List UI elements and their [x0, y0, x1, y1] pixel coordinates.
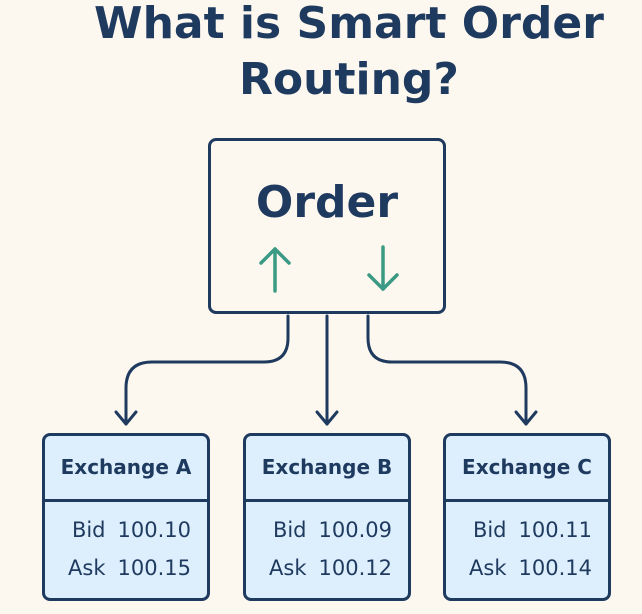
- exchange-card-c: Exchange C Bid 100.11 Ask 100.14: [443, 433, 611, 601]
- order-box: Order: [208, 138, 446, 314]
- ask-row: Ask 100.15: [68, 556, 191, 580]
- ask-value: 100.15: [117, 556, 191, 580]
- bid-value: 100.09: [318, 518, 392, 542]
- ask-row: Ask 100.14: [469, 556, 592, 580]
- arrowhead-exchange-c: [514, 410, 538, 426]
- bid-row: Bid 100.10: [72, 518, 191, 542]
- arrow-up-icon: [259, 247, 291, 293]
- title-line-2: Routing?: [239, 54, 459, 105]
- title-line-1: What is Smart Order: [94, 0, 604, 49]
- ask-label: Ask: [469, 556, 507, 580]
- bid-value: 100.10: [117, 518, 191, 542]
- ask-value: 100.12: [318, 556, 392, 580]
- bid-label: Bid: [272, 518, 307, 542]
- exchange-name: Exchange B: [246, 436, 408, 502]
- ask-row: Ask 100.12: [269, 556, 392, 580]
- exchange-card-b: Exchange B Bid 100.09 Ask 100.12: [243, 433, 411, 601]
- exchange-name: Exchange A: [45, 436, 207, 502]
- exchange-name: Exchange C: [446, 436, 608, 502]
- arrowhead-exchange-a: [114, 410, 138, 426]
- ask-value: 100.14: [518, 556, 592, 580]
- arrowhead-exchange-b: [315, 410, 339, 426]
- exchange-card-a: Exchange A Bid 100.10 Ask 100.15: [42, 433, 210, 601]
- bid-row: Bid 100.09: [273, 518, 392, 542]
- bid-row: Bid 100.11: [473, 518, 592, 542]
- ask-label: Ask: [68, 556, 106, 580]
- arrow-down-icon: [367, 245, 399, 291]
- bid-label: Bid: [71, 518, 106, 542]
- bid-value: 100.11: [518, 518, 592, 542]
- connector-to-exchange-a: [124, 314, 290, 426]
- order-label: Order: [255, 177, 399, 228]
- connector-to-exchange-c: [366, 314, 528, 426]
- bid-label: Bid: [472, 518, 507, 542]
- ask-label: Ask: [269, 556, 307, 580]
